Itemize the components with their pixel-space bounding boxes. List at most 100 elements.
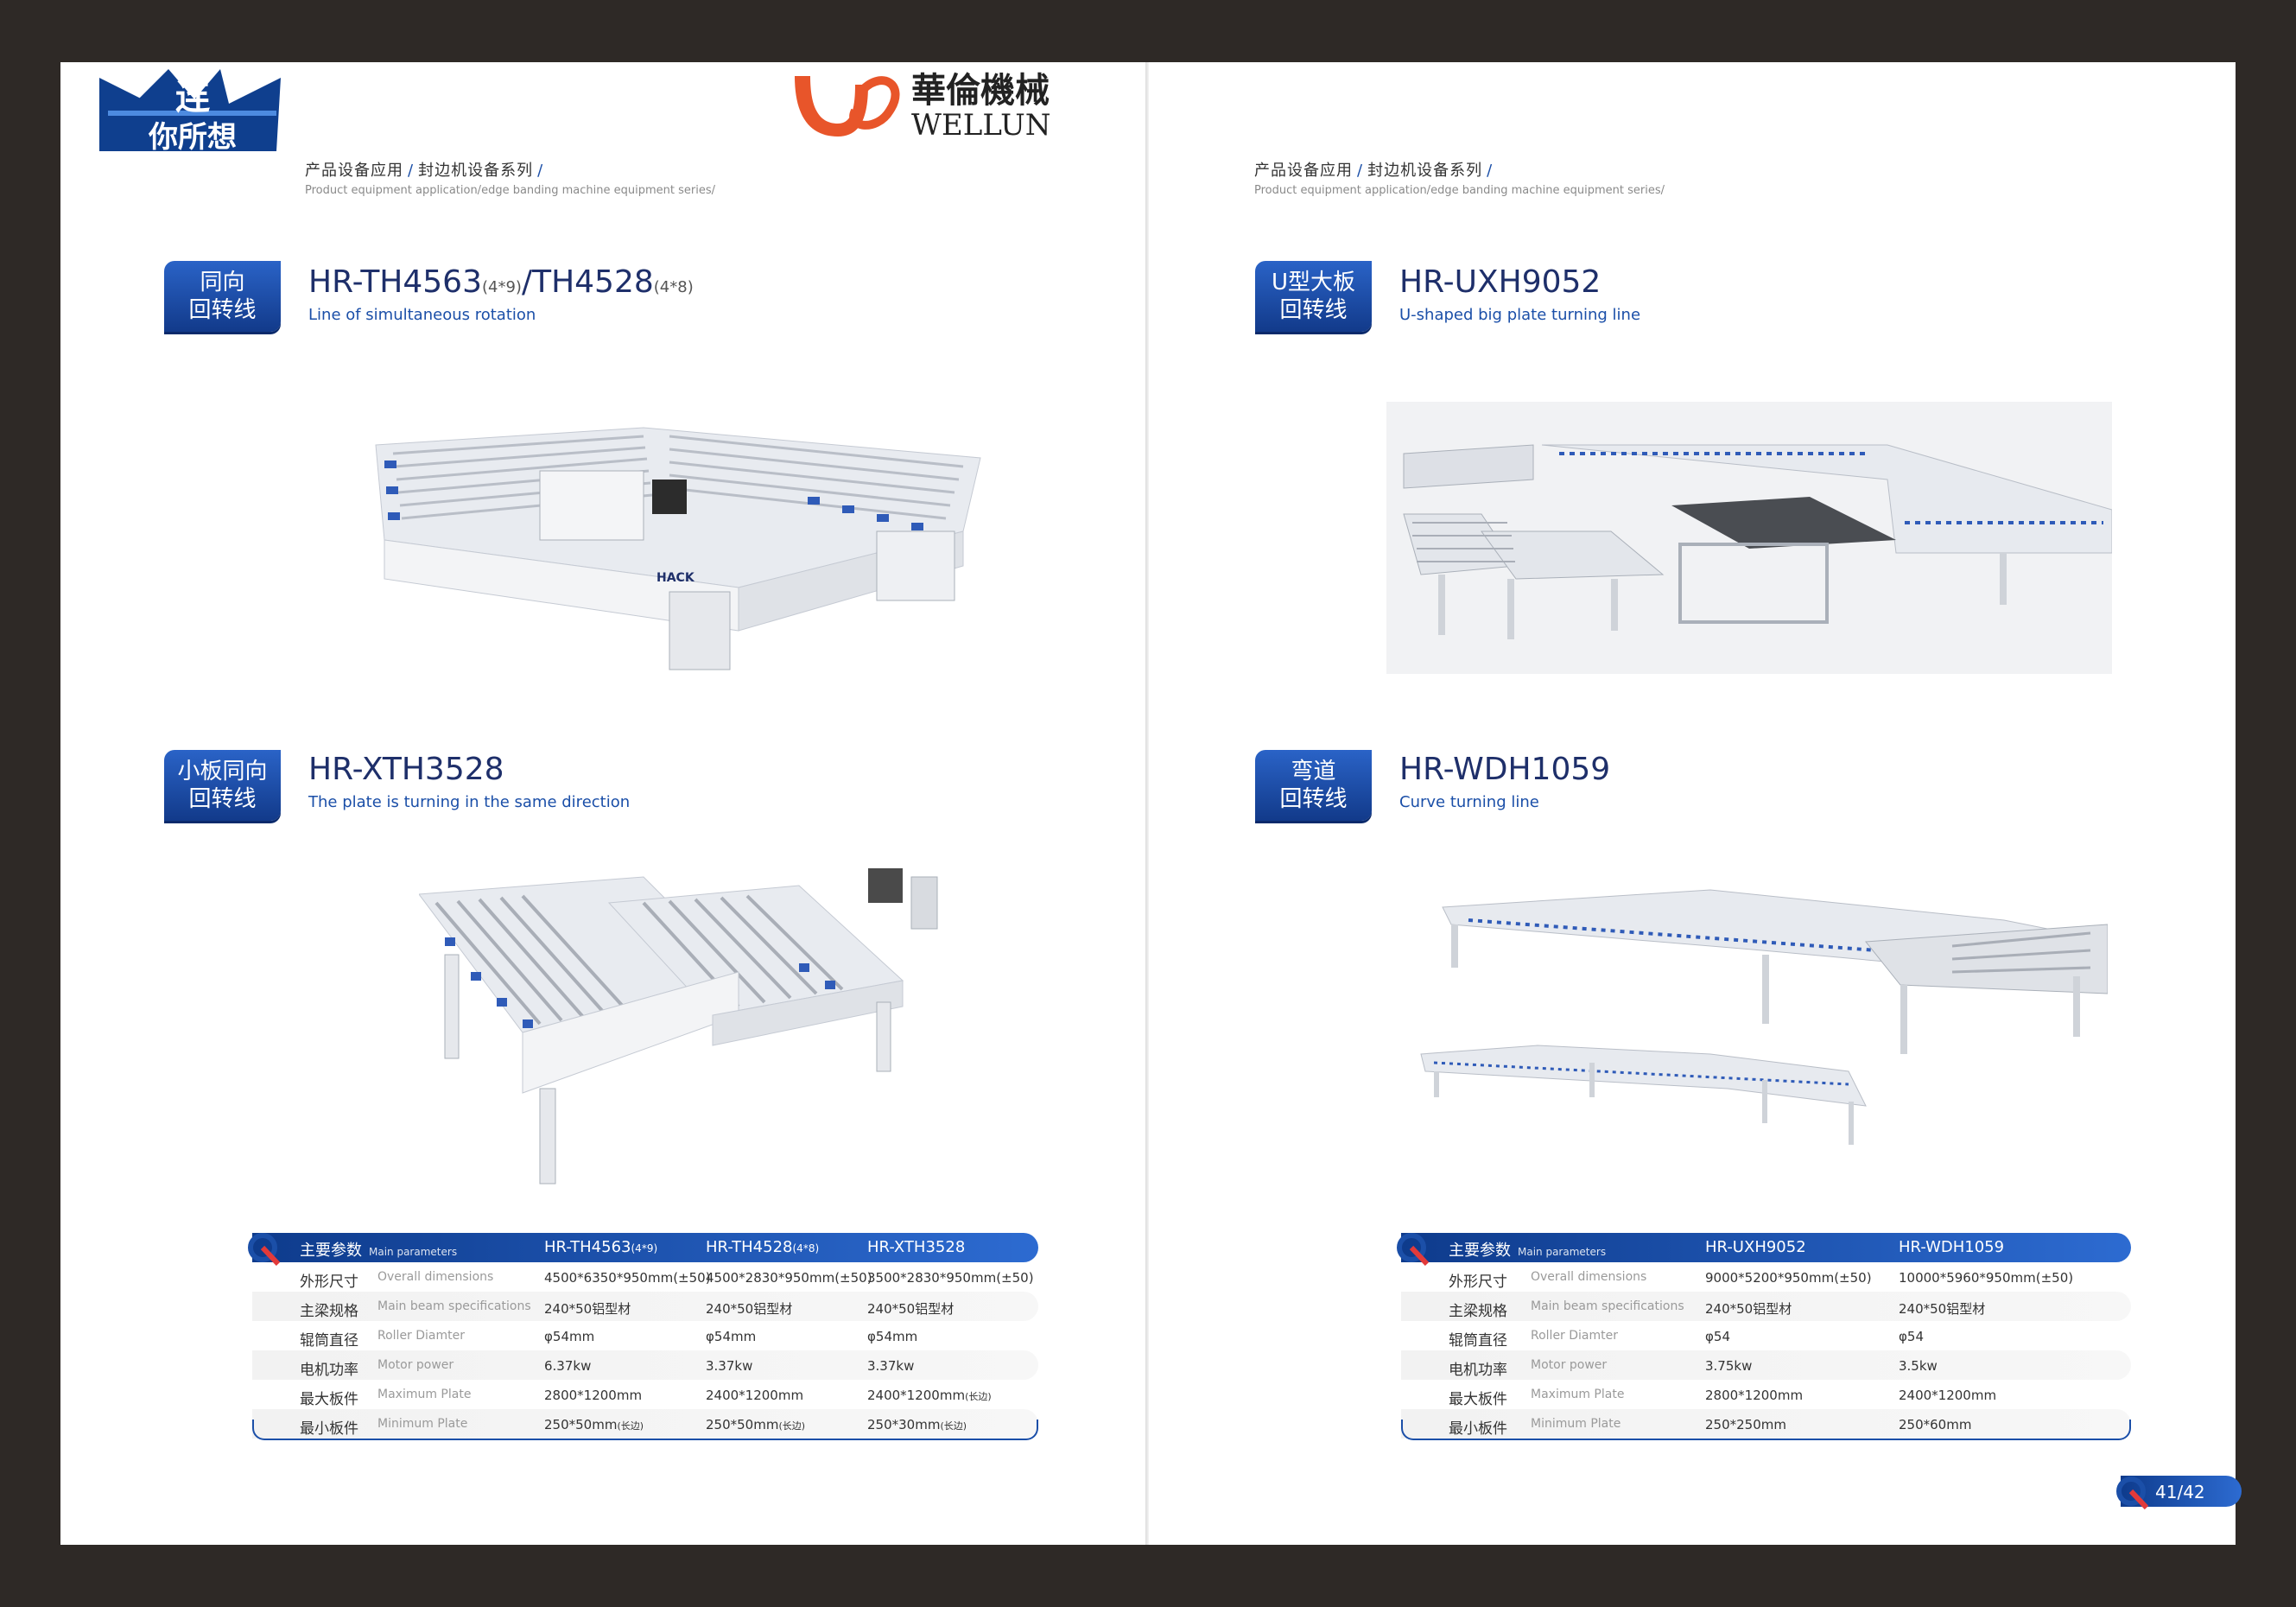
row-value: φ54mm: [706, 1329, 757, 1344]
hack-logo-icon: [1397, 1233, 1430, 1266]
model-title-1: HR-TH4563(4*9)/TH4528(4*8): [308, 264, 694, 300]
machine-image-4: [1420, 889, 2108, 1145]
model-sub: (4*9): [482, 278, 522, 296]
row-value: 240*50铝型材: [544, 1301, 631, 1317]
row-value: 240*50铝型材: [1899, 1301, 1986, 1317]
page-number: 41/42: [2155, 1482, 2205, 1502]
row-label-cn: 最大板件: [1449, 1391, 1507, 1408]
row-label-en: Roller Diamter: [377, 1329, 466, 1343]
param-row: 最大板件 Maximum Plate 2800*1200mm 2400*1200…: [252, 1380, 1038, 1409]
row-label-en: Roller Diamter: [1531, 1329, 1619, 1343]
param-head-cn: 主要参数: [300, 1242, 362, 1260]
value-note: (长边): [778, 1420, 806, 1432]
param-row: 电机功率 Motor power 3.75kw 3.5kw: [1401, 1350, 2131, 1380]
breadcrumb-sep: /: [1357, 162, 1364, 180]
row-value: 240*50铝型材: [1705, 1301, 1792, 1317]
col-label: HR-TH4563: [544, 1238, 631, 1256]
param-head-cn: 主要参数: [1449, 1242, 1511, 1260]
param-header-title: 主要参数 Main parameters: [300, 1238, 457, 1261]
model-code: TH4563: [360, 264, 482, 300]
model-en-1: Line of simultaneous rotation: [308, 306, 536, 324]
value-text: 250*30mm: [867, 1417, 941, 1432]
model-prefix: HR-: [1399, 752, 1454, 787]
model-sub-2: (4*8): [653, 278, 694, 296]
logo-line2: 你所想: [148, 120, 237, 155]
row-value: 3.37kw: [706, 1358, 753, 1374]
col-sub: (4*9): [631, 1242, 658, 1254]
row-label-en: Motor power: [1531, 1358, 1608, 1372]
machine-image-2: [419, 868, 938, 1185]
row-label-cn: 电机功率: [1449, 1362, 1507, 1379]
row-label-en: Minimum Plate: [1531, 1417, 1621, 1431]
breadcrumb-trail: /: [537, 162, 544, 180]
breadcrumb-right: 产品设备应用/封边机设备系列/ Product equipment applic…: [1254, 158, 1665, 197]
row-value: 3.75kw: [1705, 1358, 1753, 1374]
row-value: φ54: [1899, 1329, 1924, 1344]
col-label: HR-TH4528: [706, 1238, 793, 1256]
badge-product-2: 小板同向 回转线: [164, 750, 281, 821]
breadcrumb-part2: 封边机设备系列: [418, 162, 534, 180]
wellun-cn: 華倫機械: [911, 71, 1050, 111]
badge-product-4: 弯道 回转线: [1255, 750, 1372, 821]
param-row: 辊筒直径 Roller Diamter φ54mm φ54mm φ54mm: [252, 1321, 1038, 1350]
badge-product-3: U型大板 回转线: [1255, 261, 1372, 332]
row-label-en: Motor power: [377, 1358, 454, 1372]
param-col-2: HR-TH4528(4*8): [706, 1238, 819, 1256]
badge-line1: 弯道: [1291, 759, 1336, 784]
model-en-2: The plate is turning in the same directi…: [308, 793, 631, 811]
row-label-cn: 最小板件: [1449, 1420, 1507, 1438]
param-row: 最大板件 Maximum Plate 2800*1200mm 2400*1200…: [1401, 1380, 2131, 1409]
hack-logo-icon: [2116, 1477, 2149, 1510]
row-value: 2800*1200mm: [544, 1388, 643, 1403]
param-col-2: HR-WDH1059: [1899, 1238, 2005, 1256]
param-table-left: 主要参数 Main parameters HR-TH4563(4*9) HR-TH…: [248, 1233, 1038, 1440]
model-prefix: HR-: [1399, 264, 1455, 300]
param-head-en: Main parameters: [369, 1246, 458, 1258]
model-title-3: HR-UXH9052: [1399, 264, 1601, 300]
param-row: 外形尺寸 Overall dimensions 4500*6350*950mm(…: [252, 1262, 1038, 1292]
value-note: (长边): [940, 1420, 967, 1432]
row-label-cn: 电机功率: [300, 1362, 358, 1379]
breadcrumb-left: 产品设备应用/封边机设备系列/ Product equipment applic…: [305, 158, 715, 197]
logo-line1: 连: [175, 78, 211, 118]
table-bottom-border: [1401, 1420, 2131, 1440]
breadcrumb-part2: 封边机设备系列: [1367, 162, 1483, 180]
breadcrumb-part1: 产品设备应用: [1254, 162, 1353, 180]
row-value: φ54: [1705, 1329, 1730, 1344]
row-label-en: Main beam specifications: [1531, 1299, 1684, 1313]
model-prefix: HR-: [308, 264, 361, 300]
row-value: 9000*5200*950mm(±50): [1705, 1270, 1872, 1286]
row-label-cn: 主梁规格: [300, 1303, 358, 1320]
machine-brand: HACK: [656, 571, 695, 585]
breadcrumb-trail: /: [1487, 162, 1494, 180]
row-value: 3.5kw: [1899, 1358, 1938, 1374]
row-label-en: Main beam specifications: [377, 1299, 531, 1313]
row-value: φ54mm: [867, 1329, 918, 1344]
badge-product-1: 同向 回转线: [164, 261, 281, 332]
row-label-en: Minimum Plate: [377, 1417, 468, 1431]
row-label-cn: 最小板件: [300, 1420, 358, 1438]
model-prefix: HR-: [308, 752, 362, 787]
row-value: 4500*2830*950mm(±50): [706, 1270, 872, 1286]
value-text: 250*50mm: [544, 1417, 618, 1432]
badge-line2: 回转线: [188, 786, 257, 812]
wellun-en: WELLUN: [911, 108, 1050, 143]
row-value: 3500*2830*950mm(±50): [867, 1270, 1034, 1286]
badge-line2: 回转线: [188, 297, 257, 323]
row-value: 250*60mm: [1899, 1417, 1972, 1432]
row-label-cn: 外形尺寸: [1449, 1274, 1507, 1291]
param-row: 主梁规格 Main beam specifications 240*50铝型材 …: [252, 1292, 1038, 1321]
row-value: 250*30mm(长边): [867, 1417, 967, 1432]
row-label-en: Maximum Plate: [377, 1388, 472, 1401]
model-code-2: /TH4528: [521, 264, 654, 300]
page-number-badge: 41/42: [2116, 1476, 2242, 1510]
value-text: 2400*1200mm: [867, 1388, 966, 1403]
param-row: 最小板件 Minimum Plate 250*50mm(长边) 250*50mm…: [252, 1409, 1038, 1440]
badge-line2: 回转线: [1279, 786, 1348, 812]
row-label-en: Overall dimensions: [1531, 1270, 1647, 1284]
col-sub: (4*8): [792, 1242, 820, 1254]
param-col-1: HR-UXH9052: [1705, 1238, 1806, 1256]
